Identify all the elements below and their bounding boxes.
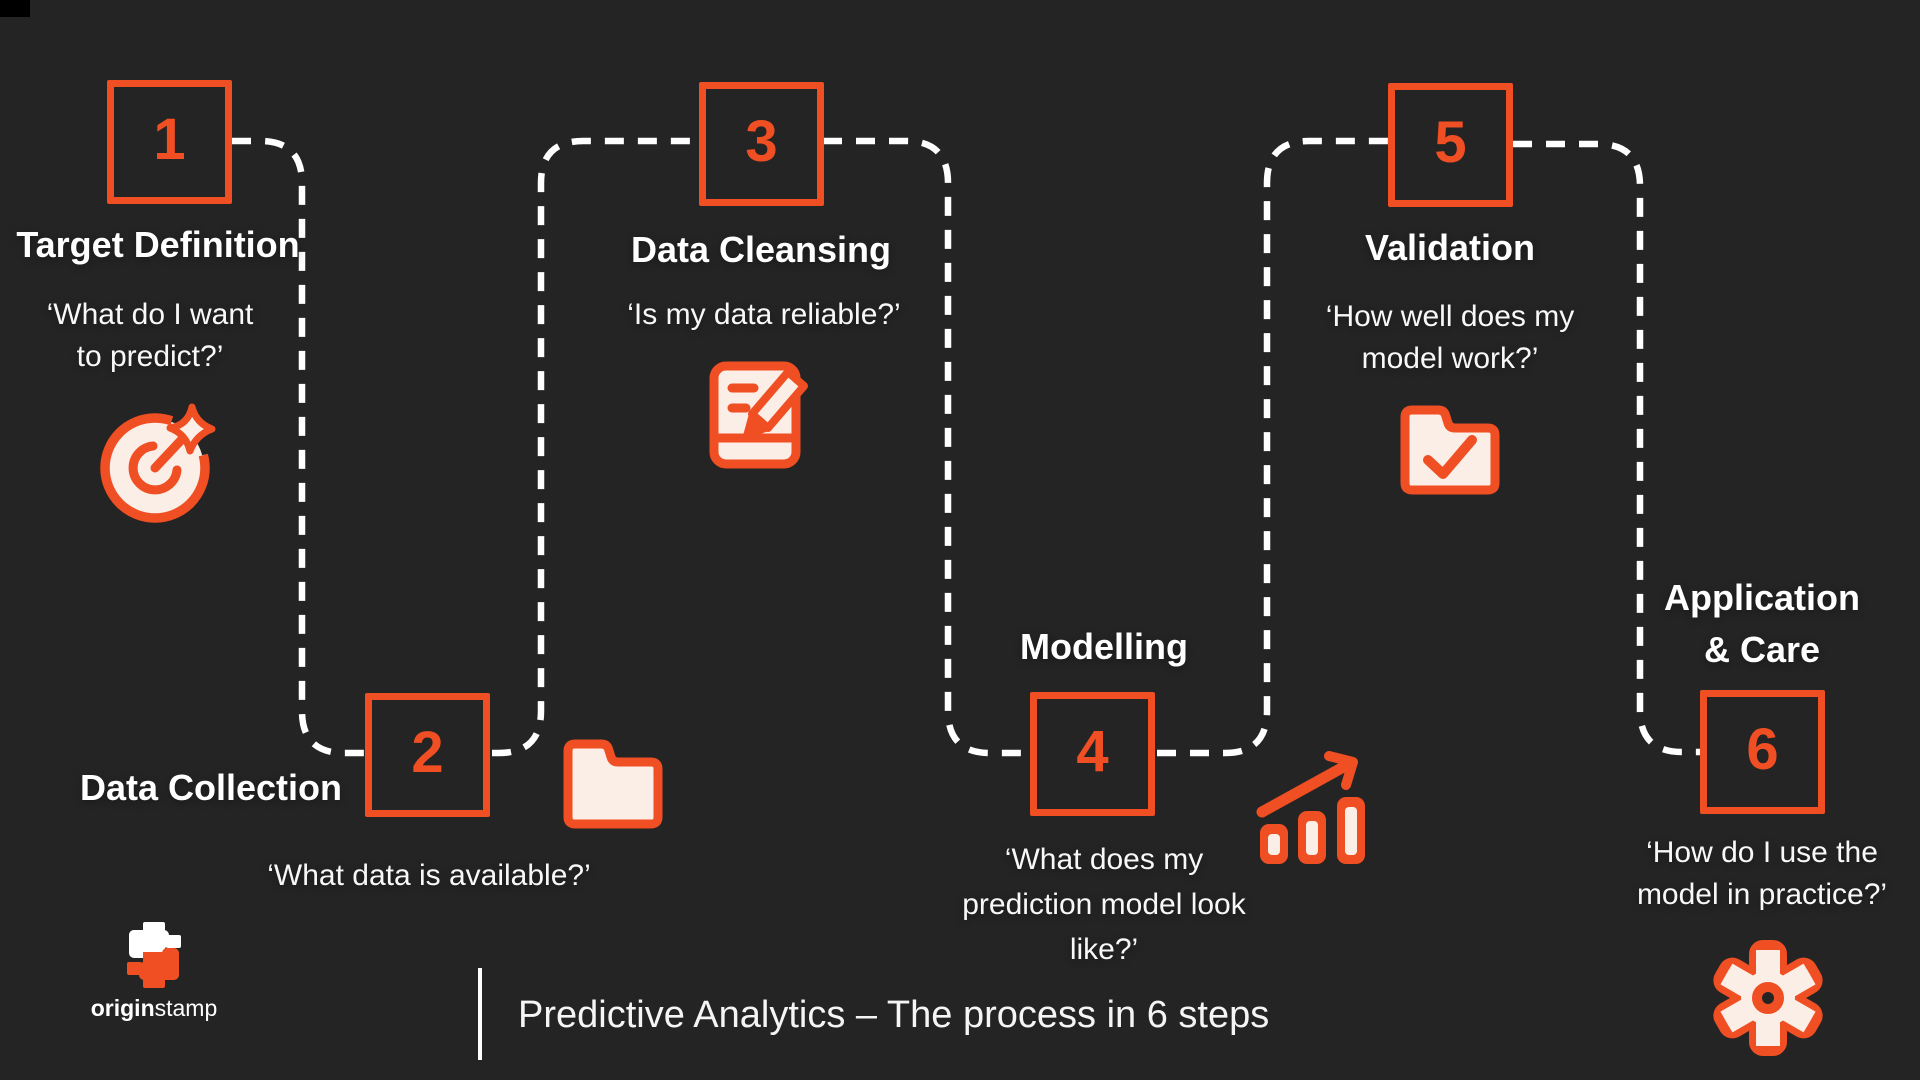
connector-4-5 (1157, 137, 1388, 757)
connector-5-6 (1513, 140, 1700, 756)
folder-icon (563, 739, 663, 829)
step-5-number: 5 (1434, 110, 1467, 175)
gear-icon (1713, 940, 1823, 1056)
folder-check-icon (1400, 405, 1500, 495)
step-1-question: ‘What do I want to predict?’ (46, 298, 254, 373)
step-3-number-box: 3 (699, 82, 824, 206)
target-dart-icon (100, 403, 216, 523)
footer-divider (478, 968, 482, 1060)
step-4-number-box: 4 (1030, 692, 1155, 816)
connector-2-3 (492, 137, 699, 757)
step-6-number-box: 6 (1700, 690, 1825, 814)
step-4-title: Modelling (1020, 626, 1188, 667)
originstamp-wordmark: originstamp (90, 995, 218, 1021)
step-2-number: 2 (411, 720, 444, 785)
step-5-question: ‘How well does my model work?’ (1325, 300, 1575, 375)
step-1-number-box: 1 (107, 80, 232, 204)
step-3-title: Data Cleansing (630, 229, 892, 270)
step-3-question: ‘Is my data reliable?’ (627, 298, 901, 331)
step-6-title: Application & Care (1664, 577, 1860, 670)
note-edit-icon (709, 361, 808, 469)
step-2-title: Data Collection (79, 767, 343, 808)
infographic-title: Predictive Analytics – The process in 6 … (518, 994, 1270, 1036)
originstamp-logo-icon (127, 922, 181, 988)
step-6-question: ‘How do I use the model in practice?’ (1636, 836, 1888, 911)
bar-chart-arrow-icon (1256, 751, 1365, 864)
step-2-question: ‘What data is available?’ (267, 859, 591, 892)
step-4-number: 4 (1076, 719, 1109, 784)
corner-artifact (0, 0, 30, 17)
step-5-number-box: 5 (1388, 83, 1513, 207)
step-1-title: Target Definition (16, 224, 300, 265)
connector-1-2 (232, 137, 365, 757)
step-6-number: 6 (1746, 717, 1779, 782)
connector-3-4 (823, 137, 1030, 757)
step-1-number: 1 (153, 107, 186, 172)
step-5-title: Validation (1364, 227, 1536, 268)
step-4-question: ‘What does my prediction model look like… (962, 843, 1246, 966)
step-3-number: 3 (745, 109, 778, 174)
step-2-number-box: 2 (365, 693, 490, 817)
